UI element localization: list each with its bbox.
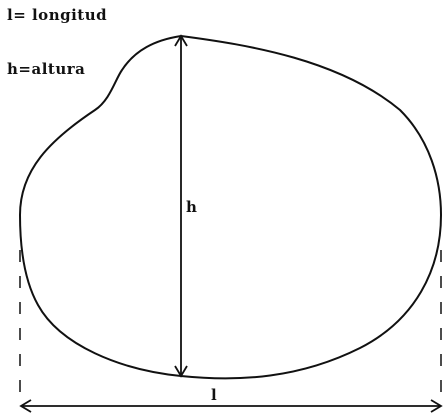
length-arrowhead-left [19,399,32,413]
height-arrowhead-bottom [174,365,188,378]
shape-outline [18,34,443,380]
length-arrowhead-right [430,399,443,413]
legend-longitud: l= longitud [7,6,108,24]
height-arrowhead-top [174,34,188,47]
height-label: h [186,198,197,216]
legend-altura: h=altura [7,60,86,78]
length-label: l [211,386,217,404]
